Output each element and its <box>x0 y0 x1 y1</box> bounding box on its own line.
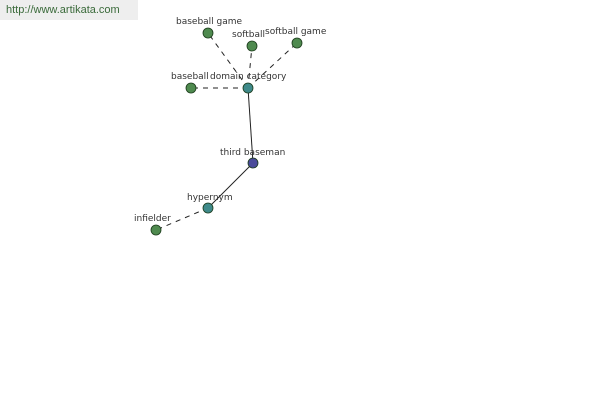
node-label-baseball-game[interactable]: baseball game <box>176 17 243 27</box>
node-third-baseman[interactable] <box>247 157 259 169</box>
node-label-domain-category[interactable]: domain category <box>210 72 287 82</box>
edge-third-baseman-to-domain-category <box>247 87 254 164</box>
graph-nodes: third baseman domain category hypernym base… <box>134 17 327 236</box>
edge-domain-category-to-softball <box>247 45 253 89</box>
edge-domain-category-to-softball-game <box>247 42 298 89</box>
node-baseball[interactable] <box>185 82 197 94</box>
node-label-infielder[interactable]: infielder <box>134 214 171 224</box>
node-label-baseball[interactable]: baseball <box>171 72 209 82</box>
node-domain-category[interactable] <box>242 82 254 94</box>
node-label-third-baseman[interactable]: third baseman <box>220 148 285 158</box>
edge-third-baseman-to-hypernym <box>207 162 254 209</box>
source-url[interactable]: http://www.artikata.com <box>0 0 138 20</box>
node-hypernym[interactable] <box>202 202 214 214</box>
node-infielder[interactable] <box>150 224 162 236</box>
node-softball[interactable] <box>246 40 258 52</box>
node-baseball-game[interactable] <box>202 27 214 39</box>
node-label-hypernym[interactable]: hypernym <box>187 193 233 203</box>
graph-edges <box>155 32 298 231</box>
edge-domain-category-to-baseball-game <box>207 32 249 89</box>
node-label-softball[interactable]: softball <box>232 30 265 40</box>
node-label-softball-game[interactable]: softball game <box>265 27 327 37</box>
node-softball-game[interactable] <box>291 37 303 49</box>
